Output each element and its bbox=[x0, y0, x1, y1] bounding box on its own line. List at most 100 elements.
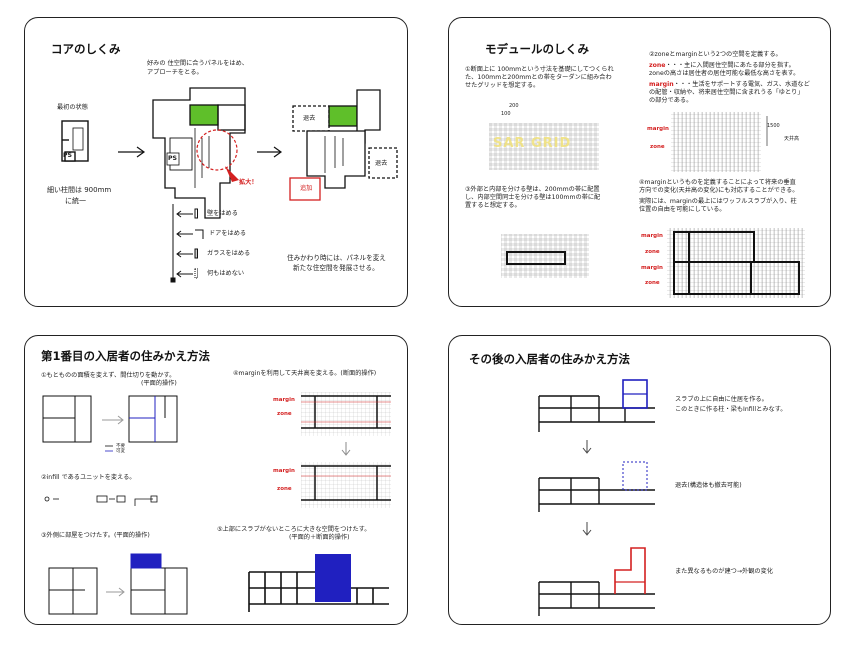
stage-build bbox=[538, 395, 655, 432]
step4-line2: 方向での変化(天井高の変化)にも対応することができる。 bbox=[639, 187, 799, 194]
initial-state-label: 最初の状態 bbox=[57, 104, 88, 111]
core-system-diagram bbox=[61, 87, 398, 283]
plan-after bbox=[128, 395, 178, 443]
panel-first-resident: 第1番目の入居者の住みかえ方法 ①もとものの面積を変えず、間仕切りを動かす。 (… bbox=[24, 335, 408, 625]
step4-line1: ④marginというものを定義することによって将来の垂直 bbox=[639, 179, 796, 186]
infill-units bbox=[44, 495, 158, 506]
dim-label: 200 bbox=[509, 103, 519, 109]
margin-label: margin bbox=[641, 265, 663, 271]
dim-label: 1500 bbox=[767, 123, 780, 129]
panel-core-system: コアのしくみ 好みの 住空間に合うパネルをはめ、 アプローチをとる。 最初の状態… bbox=[24, 17, 408, 307]
step3-line2: し、内部空間同士を分ける壁は100mmの帯に配 bbox=[465, 194, 601, 201]
step5-text: ⑤上部にスラブがないところに大きな空間をつけたす。 bbox=[217, 526, 371, 533]
note3-text: また異なるものが建つ→外観の変化 bbox=[675, 568, 773, 575]
sar-grid-watermark: SAR GRID bbox=[493, 136, 572, 151]
note-line1: 住みかわり時には、パネルを変え bbox=[287, 254, 386, 262]
dim-label: 100 bbox=[501, 111, 511, 117]
enlarge-label: 拡大！ bbox=[239, 179, 258, 186]
retreat-label: 退去 bbox=[375, 160, 388, 167]
later-residents-diagrams bbox=[538, 379, 655, 616]
plan-extend-after bbox=[130, 553, 188, 615]
zone-label: zone bbox=[645, 249, 660, 255]
legend-glass: ガラスをはめる bbox=[207, 250, 251, 257]
legend-wall: 壁をはめる bbox=[207, 210, 238, 217]
panel-later-residents: その後の入居者の住みかえ方法 スラブの上に自由に住居を作る。 このときに作る柱・… bbox=[448, 335, 831, 625]
margin-term: margin bbox=[649, 81, 674, 88]
removed-dwelling bbox=[622, 461, 648, 491]
note1-line2: このときに作る柱・梁もInfillとみなす。 bbox=[675, 406, 787, 413]
step4-text: ④marginを利用して天井高を変える。(断面的操作) bbox=[233, 370, 377, 377]
module-grid-diagrams bbox=[489, 112, 805, 298]
panel-title: モデュールのしくみ bbox=[485, 42, 589, 56]
move-arrow bbox=[102, 415, 124, 425]
panel-title: コアのしくみ bbox=[51, 42, 121, 56]
margin-label: margin bbox=[273, 397, 295, 403]
middle-plan bbox=[152, 87, 246, 219]
note2-text: 退去(構造体も撤去可能) bbox=[675, 482, 742, 489]
step4-line4: 位置の自由を可能にしている。 bbox=[639, 206, 726, 213]
step3-line1: ③外部と内部を分ける壁は、200mmの帯に配置 bbox=[465, 186, 600, 193]
result-plan bbox=[289, 89, 398, 201]
panel-title: その後の入居者の住みかえ方法 bbox=[469, 352, 630, 366]
add-label: 追加 bbox=[300, 185, 313, 192]
margin-definition-line3: の部分である。 bbox=[649, 97, 693, 104]
wall-grid bbox=[501, 234, 589, 278]
step2-text: ②infill であるユニットを変える。 bbox=[41, 474, 136, 481]
initial-plan bbox=[61, 120, 89, 162]
legend-unneeded: 不要 bbox=[116, 444, 125, 449]
ceiling-label: 天井高 bbox=[784, 136, 800, 142]
note-line2: 新たな住空間を発展させる。 bbox=[293, 264, 379, 272]
enlarge-pointer bbox=[225, 166, 239, 182]
step3-text: ③外側に部屋をつけたす。(平面的操作) bbox=[41, 532, 150, 539]
zone-label: zone bbox=[277, 411, 292, 417]
step3-line3: 置すると想定する。 bbox=[465, 202, 521, 209]
first-resident-diagrams bbox=[42, 392, 391, 615]
step1-line2: た、100mmと200mmとの帯をターダンに組み合わ bbox=[465, 74, 612, 81]
legend-variable: 可変 bbox=[116, 449, 125, 454]
margin-definition: ・・・生活をサポートする電気、ガス、水道など bbox=[673, 81, 810, 88]
zone-label: zone bbox=[645, 280, 660, 286]
panel-title: 第1番目の入居者の住みかえ方法 bbox=[41, 349, 210, 363]
zone-term: zone bbox=[649, 62, 666, 69]
pitch-text-line1: 細い柱間は 900mm bbox=[47, 186, 112, 194]
intro-text-line2: アプローチをとる。 bbox=[147, 69, 203, 76]
stage-remove bbox=[538, 477, 655, 512]
zone-definition-line2: zoneの高さは居住者の居住可能な最低な高さを表す。 bbox=[649, 70, 800, 77]
zone-definition: ・・・主に入間居住空間にあたる部分を指す。 bbox=[665, 62, 795, 69]
new-building bbox=[614, 547, 646, 594]
section-before bbox=[301, 392, 391, 436]
step1-text: ①もとものの面積を変えず、間仕切りを動かす。 bbox=[41, 372, 176, 379]
zone-margin-grid bbox=[671, 112, 761, 172]
enlarge-circle bbox=[196, 129, 238, 171]
note1-line1: スラブの上に自由に住居を作る。 bbox=[675, 396, 768, 403]
retreat-label: 退去 bbox=[303, 115, 316, 122]
step1-line3: せたグリッドを想定する。 bbox=[465, 82, 540, 89]
margin-definition-line2: の配管・収納や、将来居住空間に含まれうる「ゆとり」 bbox=[649, 89, 804, 96]
margin-label: margin bbox=[641, 233, 663, 239]
step4-line3: 実際には、marginの最上にはワッフルスラブが入り、柱 bbox=[639, 198, 797, 205]
legend-door: ドアをはめる bbox=[209, 230, 247, 237]
step2-line1: ②zoneとmarginという2つの空間を定義する。 bbox=[649, 51, 782, 58]
zone-label: zone bbox=[650, 144, 665, 150]
step1-line1: ①断面上に 100mmという寸法を基礎にしてつくられ bbox=[465, 66, 614, 73]
step5-note: (平面的＋断面的操作) bbox=[289, 534, 350, 541]
plan-extend-before bbox=[48, 567, 98, 615]
ps-label: PS bbox=[168, 155, 177, 162]
margin-label: margin bbox=[273, 468, 295, 474]
sar-grid bbox=[489, 123, 599, 170]
panel-legend bbox=[170, 204, 204, 283]
plan-before bbox=[42, 395, 92, 443]
intro-text-line1: 好みの 住空間に合うパネルをはめ、 bbox=[147, 60, 248, 67]
panel-module-system: モデュールのしくみ ①断面上に 100mmという寸法を基礎にしてつくられ た、1… bbox=[448, 17, 831, 307]
margin-label: margin bbox=[647, 126, 669, 132]
pitch-text-line2: に統一 bbox=[65, 197, 86, 205]
legend-none: 何もはめない bbox=[207, 270, 245, 277]
flow-arrows bbox=[118, 146, 283, 158]
slab-section bbox=[248, 571, 389, 612]
added-volume bbox=[315, 554, 351, 602]
ps-label: PS bbox=[63, 152, 72, 159]
zone-label: zone bbox=[277, 486, 292, 492]
stage-rebuild bbox=[538, 581, 655, 616]
section-after bbox=[301, 462, 391, 508]
step1-note: (平面的操作) bbox=[141, 380, 177, 387]
